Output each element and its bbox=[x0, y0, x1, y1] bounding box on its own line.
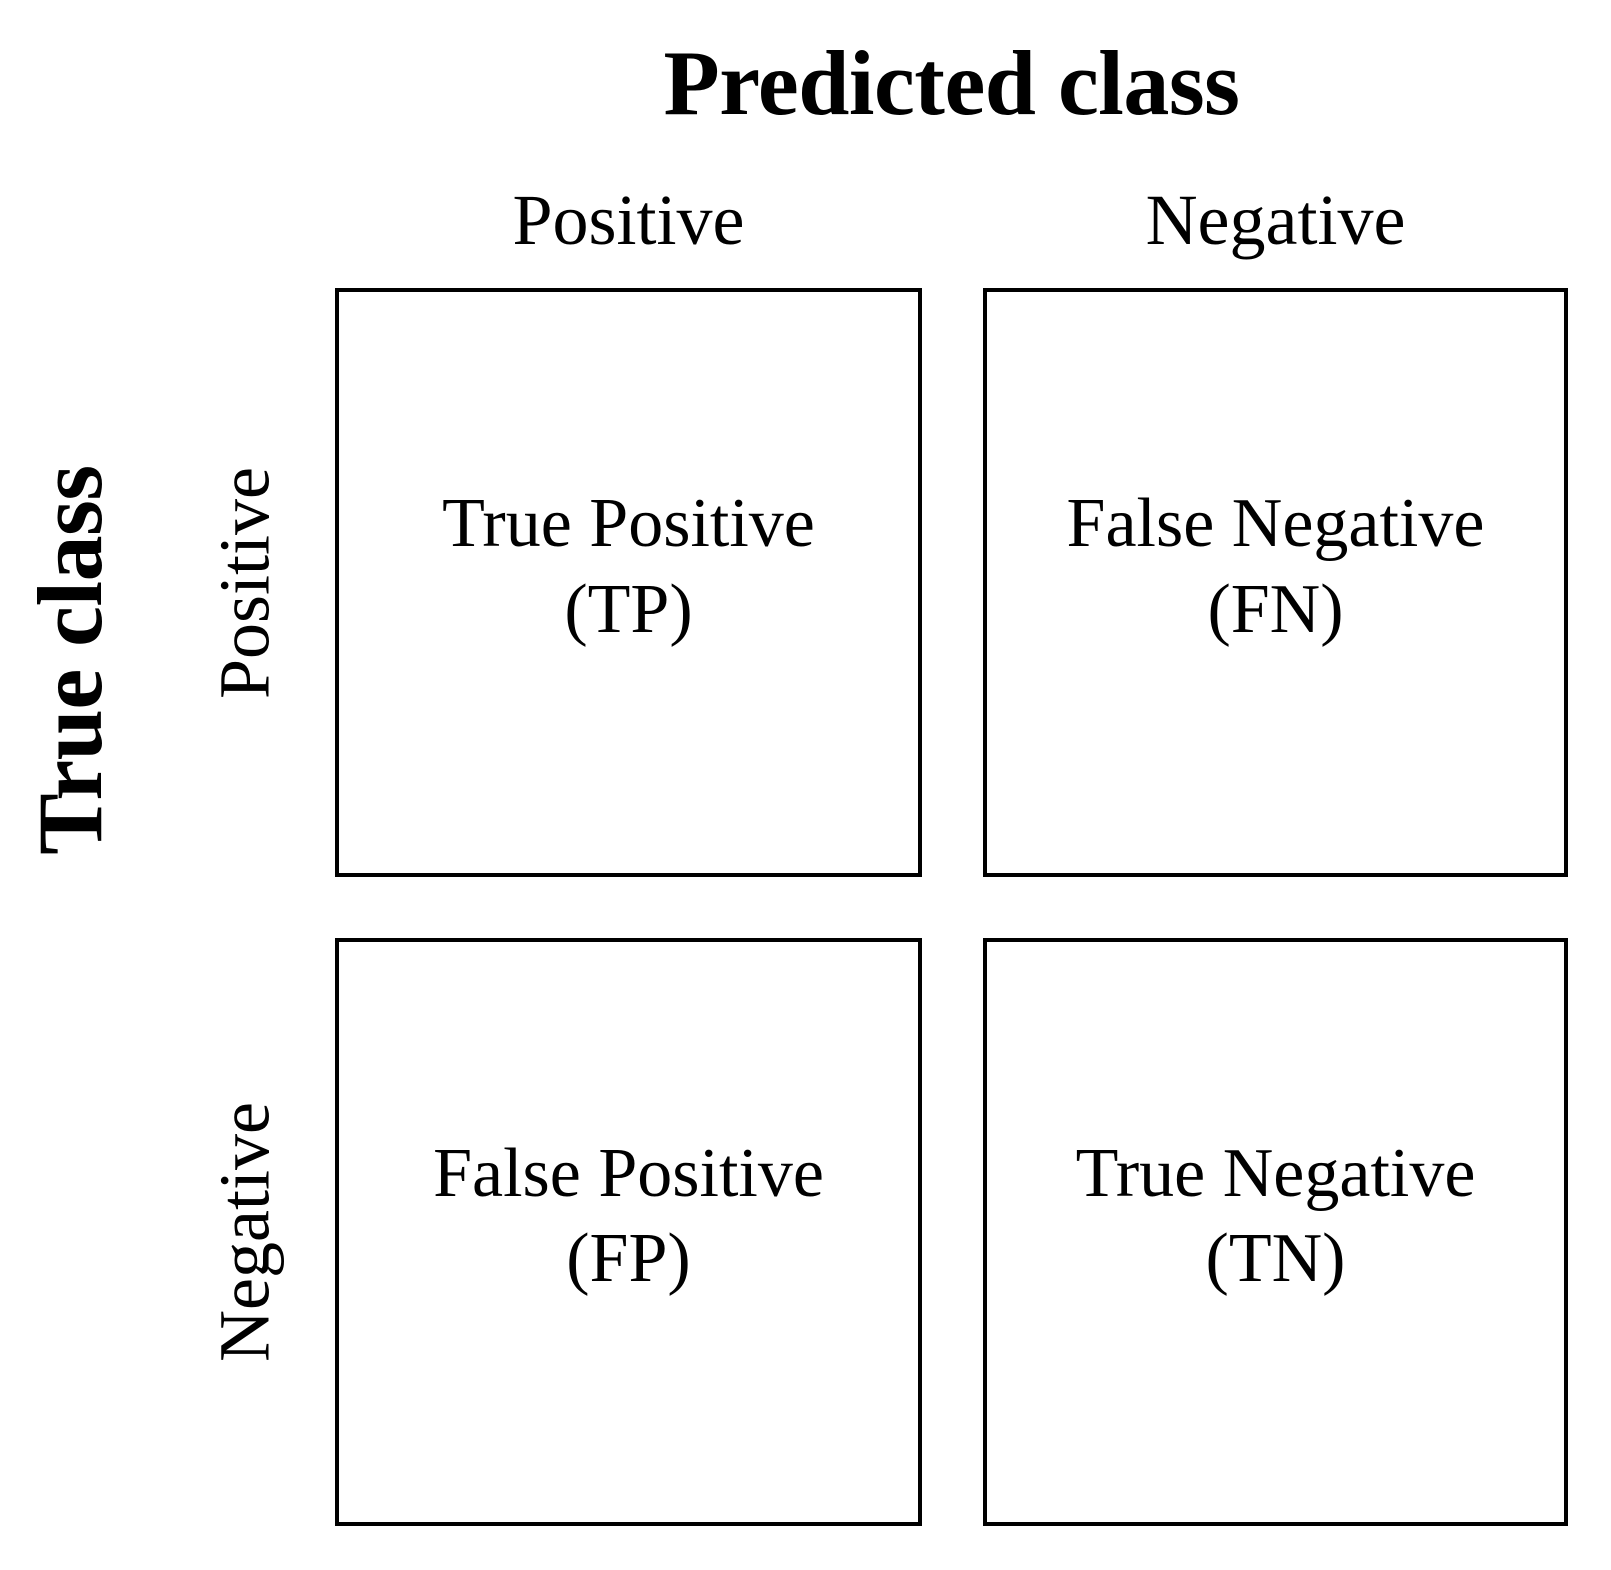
matrix-cell-true-positive: True Positive (TP) bbox=[335, 288, 922, 877]
row-header-negative: Negative bbox=[204, 1102, 285, 1362]
predicted-class-axis-title: Predicted class bbox=[663, 32, 1240, 134]
cell-label-name: False Negative bbox=[1066, 485, 1485, 563]
column-header-positive: Positive bbox=[512, 180, 745, 260]
row-header-positive: Positive bbox=[204, 466, 285, 700]
cell-label-name: True Negative bbox=[1075, 1134, 1476, 1212]
matrix-cell-false-positive: False Positive (FP) bbox=[335, 938, 922, 1526]
cell-text-true-positive: True Positive (TP) bbox=[442, 481, 815, 652]
cell-text-true-negative: True Negative (TN) bbox=[1076, 1131, 1476, 1302]
cell-label-abbreviation: (TN) bbox=[1205, 1220, 1346, 1297]
cell-label-abbreviation: (TP) bbox=[564, 570, 693, 648]
cell-text-false-negative: False Negative (FN) bbox=[1067, 481, 1485, 652]
cell-label-name: True Positive bbox=[442, 485, 815, 563]
matrix-cell-false-negative: False Negative (FN) bbox=[983, 288, 1568, 877]
cell-label-abbreviation: (FN) bbox=[1207, 570, 1344, 648]
cell-label-abbreviation: (FP) bbox=[566, 1220, 691, 1297]
matrix-cell-true-negative: True Negative (TN) bbox=[983, 938, 1568, 1526]
cell-text-false-positive: False Positive (FP) bbox=[433, 1131, 824, 1302]
column-header-negative: Negative bbox=[1145, 180, 1406, 260]
cell-label-name: False Positive bbox=[433, 1134, 824, 1212]
true-class-axis-title: True class bbox=[19, 465, 121, 855]
